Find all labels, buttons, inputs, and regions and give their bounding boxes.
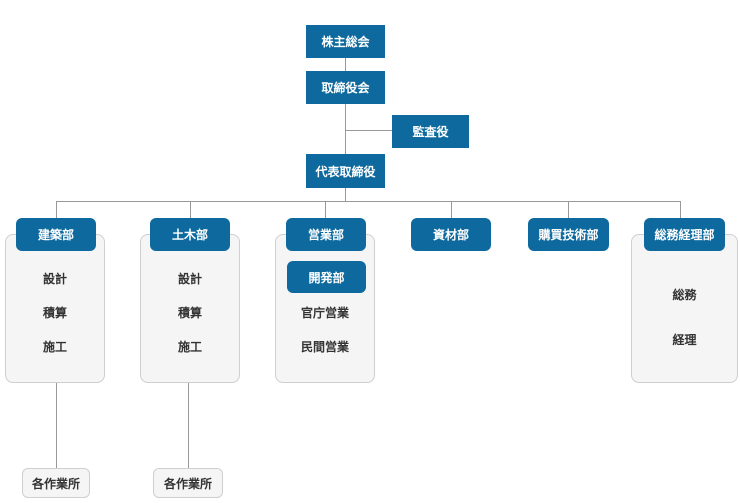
worksite-box: 各作業所: [22, 468, 90, 498]
civil-dept-box: 土木部: [150, 218, 230, 251]
development-dept-box: 開発部: [287, 261, 366, 293]
list-item: 施工: [177, 340, 202, 354]
worksite-box: 各作業所: [153, 468, 223, 498]
auditor-box: 監査役: [392, 115, 469, 148]
sales-dept-box: 営業部: [286, 218, 366, 251]
list-item: 官庁営業: [300, 306, 349, 320]
list-item: 設計: [177, 272, 202, 286]
general-affairs-panel: [631, 234, 738, 383]
architecture-panel: [5, 234, 105, 383]
board-of-directors-box: 取締役会: [306, 71, 385, 104]
representative-director-box: 代表取締役: [306, 154, 385, 188]
architecture-dept-box: 建築部: [16, 218, 96, 251]
shareholders-meeting-box: 株主総会: [306, 25, 385, 58]
list-item: 総務: [672, 288, 697, 302]
list-item: 設計: [42, 272, 67, 286]
list-item: 民間営業: [300, 340, 349, 354]
sales-panel: [275, 234, 375, 383]
general-affairs-dept-box: 総務経理部: [644, 218, 725, 251]
list-item: 施工: [42, 340, 67, 354]
civil-panel: [140, 234, 240, 383]
list-item: 積算: [42, 306, 67, 320]
materials-dept-box: 資材部: [411, 218, 491, 251]
list-item: 積算: [177, 306, 202, 320]
purchasing-tech-dept-box: 購買技術部: [528, 218, 609, 251]
list-item: 経理: [672, 333, 697, 347]
